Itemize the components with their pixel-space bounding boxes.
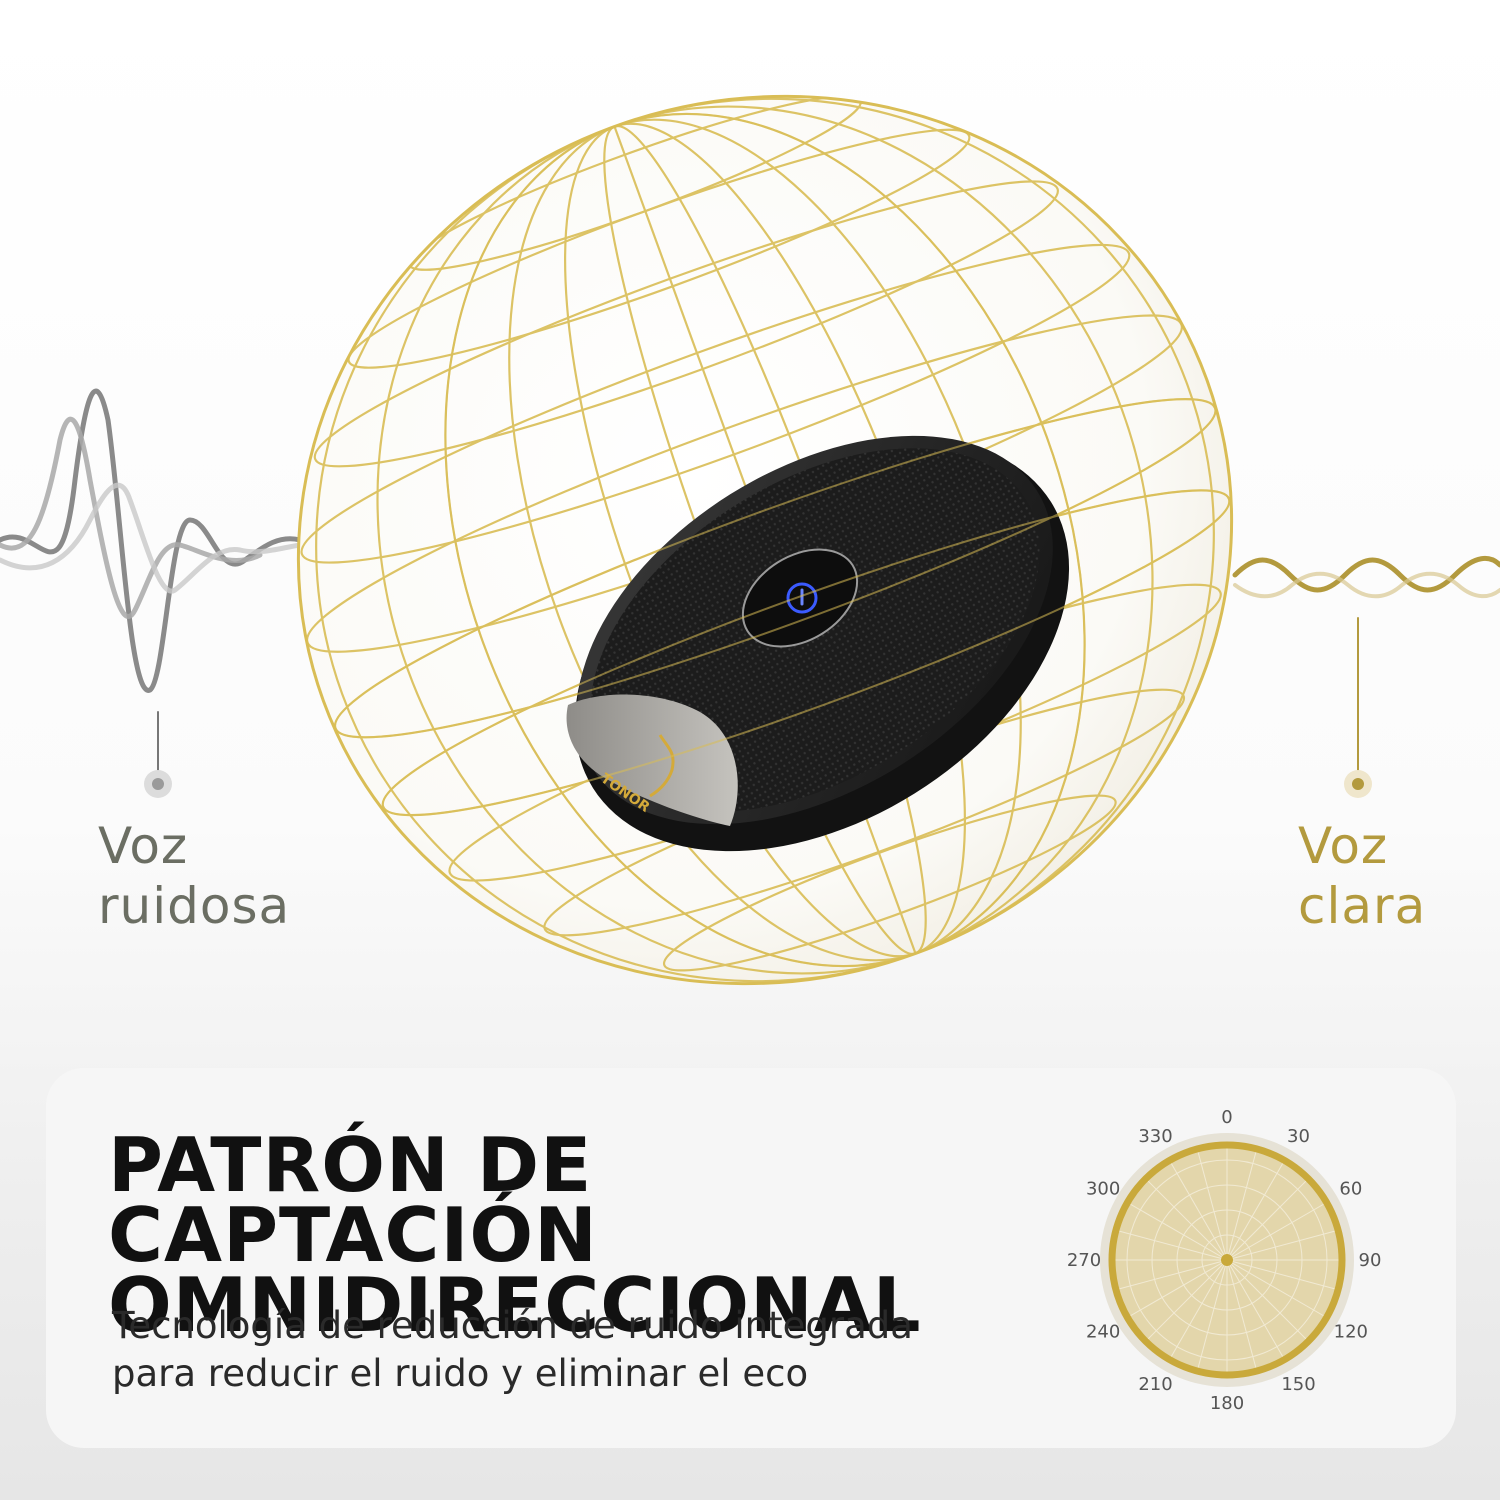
panel-title-line1: PATRÓN DE CAPTACIÓN (108, 1121, 598, 1279)
microphone-button-icon (786, 582, 818, 614)
noisy-voice-line1: Voz (98, 817, 189, 875)
panel-title-line2: OMNIDIRECCIONAL (108, 1261, 922, 1349)
panel-subtitle-line2: para reducir el ruido y eliminar el eco (112, 1352, 809, 1395)
noisy-voice-line2: ruidosa (98, 877, 291, 935)
panel-subtitle-line1: Tecnología de reducción de ruido integra… (112, 1304, 913, 1347)
clear-wave-icon (1232, 555, 1500, 798)
panel-title: PATRÓN DE CAPTACIÓN OMNIDIRECCIONAL (108, 1121, 1068, 1349)
clear-voice-line1: Voz (1298, 817, 1389, 875)
noisy-voice-label: Voz ruidosa (98, 816, 290, 936)
clear-voice-label: Voz clara (1298, 816, 1426, 936)
panel-subtitle: Tecnología de reducción de ruido integra… (112, 1302, 1052, 1398)
clear-voice-line2: clara (1298, 877, 1427, 935)
noisy-wave-icon (0, 388, 303, 798)
conference-microphone-device: TONOR (334, 112, 1231, 968)
